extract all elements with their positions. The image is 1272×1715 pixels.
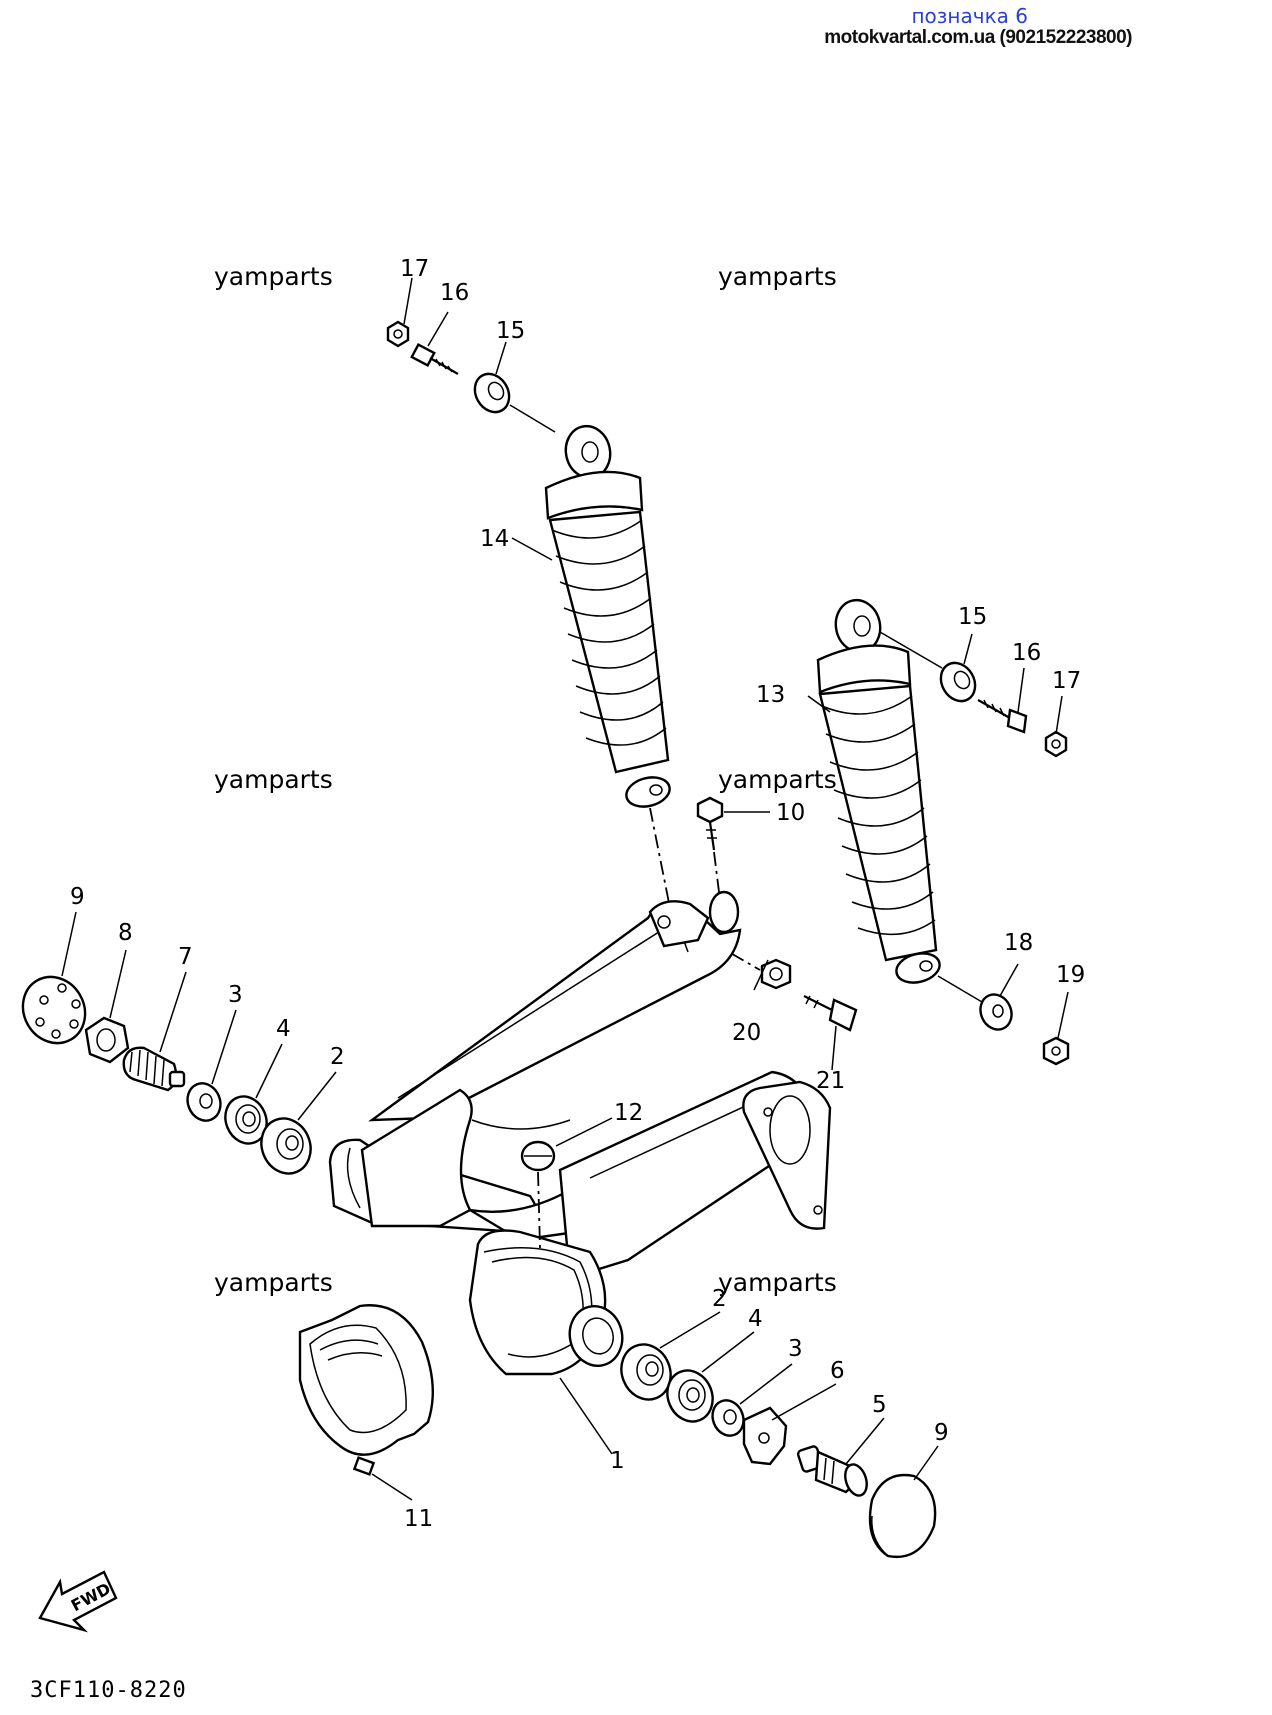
washer-18	[979, 993, 1013, 1031]
callout-3-left: 3	[228, 982, 243, 1008]
callout-18: 18	[1004, 930, 1033, 956]
seal-4-left	[224, 1095, 268, 1145]
bolt-16-top	[410, 342, 459, 375]
shock-absorber-14	[544, 424, 671, 808]
swingarm-1	[328, 890, 832, 1376]
plug-12	[520, 1140, 556, 1172]
callout-17-right: 17	[1052, 668, 1081, 694]
bearing-2-right	[620, 1343, 672, 1401]
watermark: yamparts	[214, 262, 333, 291]
pivot-bolt-5	[796, 1445, 868, 1497]
cap-9-left	[21, 975, 87, 1045]
collar-20	[760, 958, 792, 990]
callout-6: 6	[830, 1358, 845, 1384]
callout-1: 1	[610, 1448, 625, 1474]
callout-16: 16	[440, 280, 469, 306]
locknut-8	[84, 1016, 130, 1064]
callout-14: 14	[480, 526, 509, 552]
callout-numbers: 17 16 15 14 15 16 17 13 10 9 8 7 3 4 2 2…	[70, 256, 1085, 1532]
seal-4-right	[666, 1369, 714, 1423]
callout-15-right: 15	[958, 604, 987, 630]
callout-4-left: 4	[276, 1016, 291, 1042]
bushing-15-right	[939, 661, 977, 703]
cap-9-right	[868, 1473, 937, 1559]
callout-11: 11	[404, 1506, 433, 1532]
callout-2-right: 2	[712, 1286, 727, 1312]
callout-16-right: 16	[1012, 640, 1041, 666]
plate-6	[742, 1406, 788, 1466]
bushing-15-top	[473, 372, 511, 414]
callout-21: 21	[816, 1068, 845, 1094]
callout-2-left: 2	[330, 1044, 345, 1070]
catalog-code: 3CF110-8220	[30, 1678, 187, 1703]
bearing-2-left	[260, 1117, 312, 1175]
leader-lines	[61, 277, 1069, 1501]
callout-9-left: 9	[70, 884, 85, 910]
callout-15: 15	[496, 318, 525, 344]
shock-absorber-13	[816, 598, 941, 984]
bolt-16-right	[977, 699, 1028, 734]
callout-20: 20	[732, 1020, 761, 1046]
bolt-10	[696, 796, 724, 851]
forward-arrow-icon: FWD	[38, 1570, 118, 1633]
callout-9-right: 9	[934, 1420, 949, 1446]
callout-10: 10	[776, 800, 805, 826]
callout-7: 7	[178, 944, 193, 970]
pivot-shaft-7	[122, 1046, 186, 1092]
watermark: yamparts	[718, 262, 837, 291]
watermark: yamparts	[214, 765, 333, 794]
nut-17-top	[386, 320, 410, 348]
collar-3-right	[711, 1399, 745, 1437]
page-title: позначка 6	[911, 4, 1028, 28]
watermark: yamparts	[214, 1268, 333, 1297]
boot-11	[298, 1304, 434, 1476]
bolt-21	[803, 995, 858, 1032]
nut-17-right	[1044, 730, 1068, 758]
nut-19	[1042, 1036, 1070, 1066]
collar-3-left	[186, 1082, 222, 1122]
callout-19: 19	[1056, 962, 1085, 988]
watermark: yamparts	[718, 765, 837, 794]
site-reference: motokvartal.com.ua (902152223800)	[824, 27, 1132, 48]
callout-8: 8	[118, 920, 133, 946]
callout-12: 12	[614, 1100, 643, 1126]
callout-3-right: 3	[788, 1336, 803, 1362]
watermark: yamparts	[718, 1268, 837, 1297]
callout-17: 17	[400, 256, 429, 282]
callout-4-right: 4	[748, 1306, 763, 1332]
callout-13: 13	[756, 682, 785, 708]
callout-5: 5	[872, 1392, 887, 1418]
